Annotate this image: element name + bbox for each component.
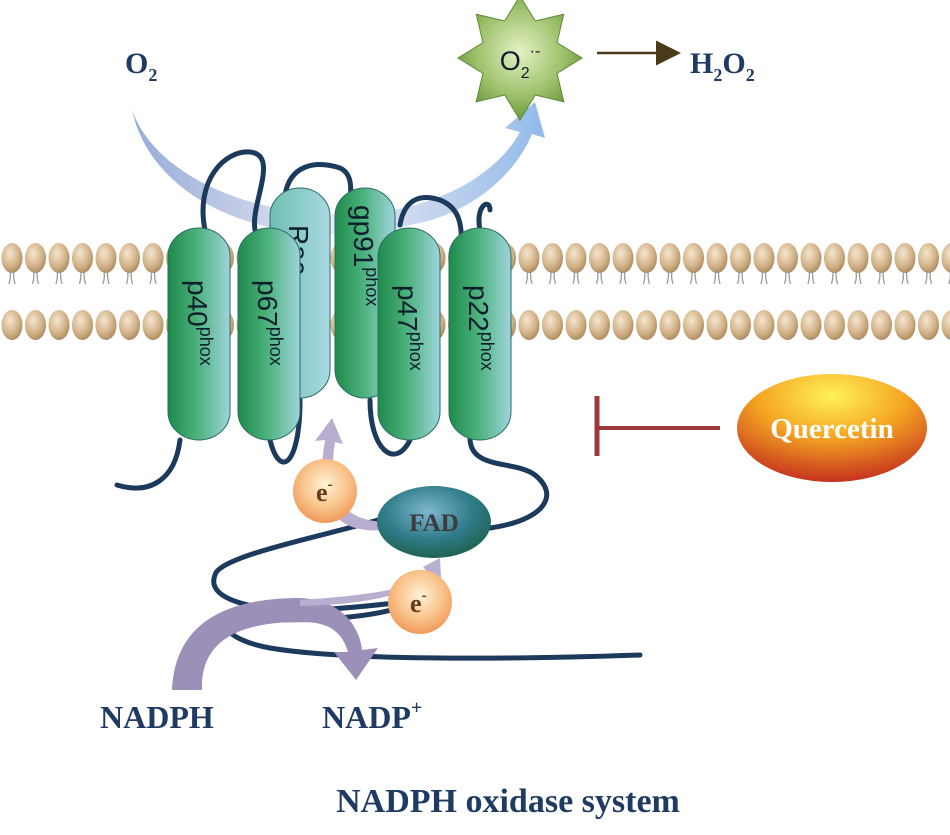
electron-path-to-fad xyxy=(300,558,441,606)
lipid-head xyxy=(636,310,657,340)
subunit-label: p22phox xyxy=(463,285,497,371)
subunit-p67: p67phox xyxy=(237,227,301,441)
superoxide-star xyxy=(457,0,583,121)
subunit-label: p40phox xyxy=(182,280,216,366)
lipid-head xyxy=(871,310,892,340)
lipid-head xyxy=(871,243,892,273)
lipid-head xyxy=(847,310,869,340)
subunit-p22: p22phox xyxy=(448,227,512,441)
lipid-head xyxy=(659,310,681,340)
electron-upper: e- xyxy=(293,459,357,523)
lipid-head xyxy=(777,310,798,340)
lipid-head xyxy=(95,310,117,340)
lipid-head xyxy=(683,310,704,340)
lipid-head xyxy=(518,310,540,340)
lipid-head xyxy=(119,310,140,340)
lipid-head xyxy=(565,243,587,273)
subunit-cylinder xyxy=(377,227,441,441)
lipid-head xyxy=(72,243,93,273)
subunit-p47: p47phox xyxy=(377,227,441,441)
hydrogen-peroxide-label: H2O2 xyxy=(690,47,755,85)
lipid-head xyxy=(659,243,681,273)
subunit-cylinder xyxy=(237,227,301,441)
lipid-head xyxy=(142,310,164,340)
nadp-label: NADP+ xyxy=(322,697,422,735)
lipid-head xyxy=(589,310,610,340)
lipid-head xyxy=(918,243,939,273)
lipid-head xyxy=(48,310,70,340)
lipid-head xyxy=(894,310,916,340)
lipid-head xyxy=(847,243,869,273)
lipid-head xyxy=(706,310,728,340)
lipid-head xyxy=(95,243,117,273)
lipid-head xyxy=(612,310,634,340)
lipid-head xyxy=(824,243,845,273)
lipid-head xyxy=(894,243,916,273)
lipid-head xyxy=(800,310,822,340)
fad-label: FAD xyxy=(409,510,459,537)
subunit-p40: p40phox xyxy=(167,227,231,441)
lipid-head xyxy=(777,243,798,273)
lipid-head xyxy=(800,243,822,273)
lipid-head xyxy=(142,243,164,273)
nadph-label: NADPH xyxy=(100,699,214,735)
electron-lower-label: e- xyxy=(410,587,427,618)
lipid-head xyxy=(518,243,540,273)
subunit-label: p67phox xyxy=(252,280,286,366)
lipid-head xyxy=(565,310,587,340)
lipid-head xyxy=(1,310,23,340)
lipid-head xyxy=(72,310,93,340)
quercetin-ellipse xyxy=(737,374,927,482)
oxygen-label: O2 xyxy=(125,47,157,85)
membrane-subunits: p40phoxRacp67phoxgp91phoxp47phoxp22phox xyxy=(167,187,512,441)
diagram-title: NADPH oxidase system xyxy=(336,783,680,820)
lipid-head xyxy=(48,243,70,273)
subunit-cylinder xyxy=(448,227,512,441)
quercetin-label: Quercetin xyxy=(770,413,894,445)
lipid-head xyxy=(589,243,610,273)
lipid-head xyxy=(706,243,728,273)
lipid-head xyxy=(753,243,775,273)
lipid-head xyxy=(119,243,140,273)
subunit-cylinder xyxy=(167,227,231,441)
lipid-head xyxy=(753,310,775,340)
lipid-head xyxy=(25,310,46,340)
lipid-head xyxy=(683,243,704,273)
nadph-oxidation-arrow xyxy=(172,598,378,690)
protein-chain xyxy=(114,149,643,661)
lipid-head xyxy=(730,243,751,273)
fad-ellipse xyxy=(377,486,491,558)
lipid-head xyxy=(636,243,657,273)
lipid-head xyxy=(542,243,563,273)
electron-lower: e- xyxy=(388,570,452,634)
superoxide-label: O2·- xyxy=(500,43,541,82)
subunit-label: gp91phox xyxy=(348,205,382,306)
lipid-head xyxy=(612,243,634,273)
lipid-head xyxy=(824,310,845,340)
lipid-head xyxy=(918,310,939,340)
electron-upper-label: e- xyxy=(316,476,333,507)
subunit-label: p47phox xyxy=(392,285,426,371)
lipid-head xyxy=(730,310,751,340)
lipid-head xyxy=(1,243,23,273)
lipid-head xyxy=(941,243,950,273)
lipid-head xyxy=(542,310,563,340)
lipid-head xyxy=(941,310,950,340)
lipid-head xyxy=(25,243,46,273)
